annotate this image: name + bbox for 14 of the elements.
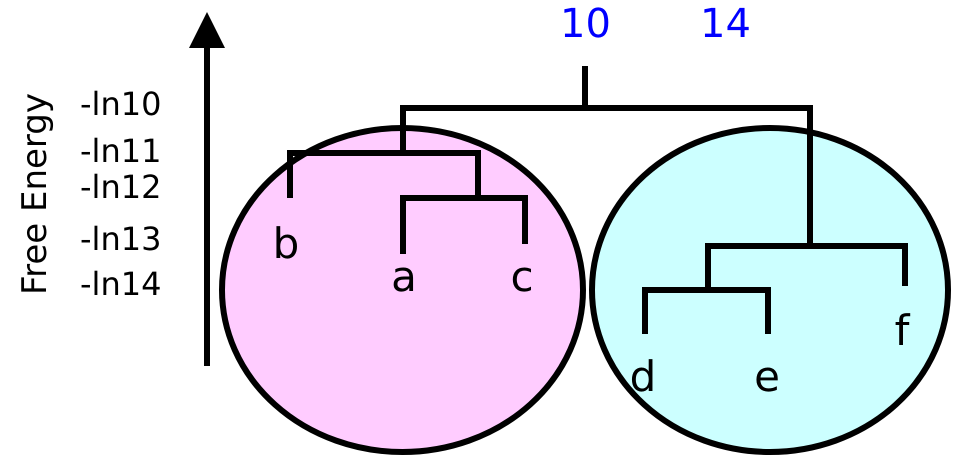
number-label: 14 — [700, 4, 751, 44]
leaf-label: a — [391, 256, 417, 298]
leaf-label: b — [272, 223, 300, 265]
axis-title: Free Energy — [18, 95, 52, 295]
energy-level-label: -ln13 — [80, 223, 162, 255]
energy-level-label: -ln10 — [80, 88, 162, 120]
leaf-label: e — [754, 356, 780, 398]
leaf-label: c — [510, 256, 534, 298]
energy-level-label: -ln11 — [80, 135, 162, 167]
energy-level-label: -ln14 — [80, 268, 162, 300]
energy-level-label: -ln12 — [80, 171, 162, 203]
number-label: 10 — [560, 4, 611, 44]
leaf-label: d — [630, 356, 656, 398]
leaf-label: f — [894, 310, 910, 352]
